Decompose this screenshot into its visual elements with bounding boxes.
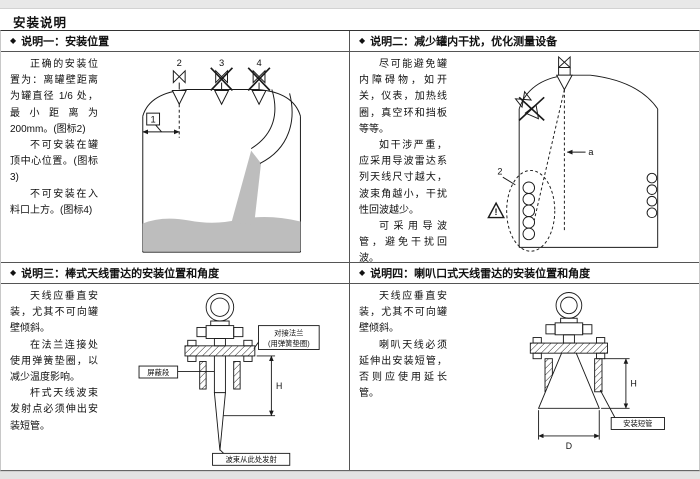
panel-1-header: ◆ 说明一：安装位置 (1, 31, 349, 52)
beam-cone: a (532, 89, 594, 232)
scan-margin-top (0, 0, 700, 9)
svg-text:(用弹簧垫圈): (用弹簧垫圈) (268, 339, 310, 348)
paragraph: 不可安装在罐顶中心位置。(图标3) (10, 139, 98, 184)
antenna-4-prohibited: 4 (248, 58, 271, 106)
svg-text:安装短管: 安装短管 (624, 419, 653, 428)
panel-2-text: 尽可能避免罐内障碍物，如开关，仪表，加热线圈，真空环和挡板等等。 如干涉严重，应… (350, 52, 449, 262)
panel-3-header: ◆ 说明三：棒式天线雷达的安装位置和角度 (1, 263, 349, 284)
panel-2-bullet: ◆ (359, 36, 366, 45)
panel-3-diagram-area: 对接法兰 (用弹簧垫圈) 屏蔽段 波束从此处发射 (100, 284, 349, 470)
instrument-housing (196, 292, 244, 347)
svg-text:屏蔽段: 屏蔽段 (147, 368, 170, 377)
panel-4-title: 说明四：喇叭口式天线雷达的安装位置和角度 (370, 268, 591, 280)
label-flange: 对接法兰 (用弹簧垫圈) (253, 325, 320, 350)
panel-2-header: ◆ 说明二：减少罐内干扰，优化测量设备 (350, 31, 699, 52)
panel-4-bullet: ◆ (359, 268, 366, 277)
antenna-2-label: 2 (177, 58, 182, 68)
tank-interference-diagram: a (487, 55, 659, 252)
antenna-4-label: 4 (257, 58, 262, 68)
antenna-3-label: 3 (219, 58, 224, 68)
panel-1-bullet: ◆ (10, 36, 17, 45)
horn-antenna-diagram: H 安装短管 D (530, 292, 666, 451)
antenna-2-correct: 2 (171, 58, 188, 106)
panel-4-header: ◆ 说明四：喇叭口式天线雷达的安装位置和角度 (350, 263, 699, 284)
panel-2-title: 说明二：减少罐内干扰，优化测量设备 (370, 36, 558, 48)
dimension-1-label: 1 (151, 114, 156, 124)
instruction-grid: ◆ 说明一：安装位置 正确的安装位置为：离罐壁距离为罐直径 1/6 处，最小距离… (0, 30, 700, 471)
liquid-pool (143, 217, 301, 252)
instrument-housing (545, 292, 593, 344)
paragraph: 尽可能避免罐内障碍物，如开关，仪表，加热线圈，真空环和挡板等等。 (359, 59, 447, 135)
tank-outline (518, 74, 659, 248)
rod-antenna-diagram: 对接法兰 (用弹簧垫圈) 屏蔽段 波束从此处发射 (138, 292, 320, 466)
label-mounting-nozzle: 安装短管 (600, 389, 666, 430)
panel-3-bullet: ◆ (10, 268, 17, 277)
dimension-h: H (223, 355, 282, 417)
paragraph: 天线应垂直安装，尤其不可向罐壁倾斜。 (359, 291, 447, 335)
wall-coil-obstacle (646, 172, 658, 219)
panel-note-1: ◆ 说明一：安装位置 正确的安装位置为：离罐壁距离为罐直径 1/6 处，最小距离… (1, 31, 350, 263)
tilted-radar-prohibited (514, 90, 545, 122)
inlet-pipe (251, 89, 293, 164)
dimension-h-label: H (631, 378, 637, 388)
warning-triangle-icon: ! (487, 201, 505, 219)
dimension-d: D (538, 410, 601, 451)
panel-4-text: 天线应垂直安装，尤其不可向罐壁倾斜。 喇叭天线必须延伸出安装短管，否则应使用延长… (350, 284, 449, 470)
panel-3-text: 天线应垂直安装，尤其不可向罐壁倾斜。 在法兰连接处使用弹簧垫圈，以减少温度影响。… (1, 284, 100, 470)
panel-1-text: 正确的安装位置为：离罐壁距离为罐直径 1/6 处，最小距离为200mm。(图标2… (1, 52, 100, 262)
label-beam-origin: 波束从此处发射 (212, 449, 291, 466)
svg-text:波束从此处发射: 波束从此处发射 (225, 455, 277, 464)
svg-text:对接法兰: 对接法兰 (274, 329, 303, 338)
dimension-d-label: D (566, 441, 572, 451)
panel-1-body: 正确的安装位置为：离罐壁距离为罐直径 1/6 处，最小距离为200mm。(图标2… (1, 52, 349, 262)
panel-4-body: 天线应垂直安装，尤其不可向罐壁倾斜。 喇叭天线必须延伸出安装短管，否则应使用延长… (350, 284, 699, 470)
obstacle-label: 2 (497, 166, 502, 176)
panel-1-diagram-area: 2 3 (100, 52, 349, 262)
rod-antenna (213, 355, 226, 451)
paragraph: 如干涉严重，应采用导波雷达系列天线尺寸越大，波束角越小，干扰性回波越少。 (359, 139, 447, 216)
panel-note-4: ◆ 说明四：喇叭口式天线雷达的安装位置和角度 天线应垂直安装，尤其不可向罐壁倾斜… (350, 263, 699, 470)
paragraph: 正确的安装位置为：离罐壁距离为罐直径 1/6 处，最小距离为200mm。(图标2… (10, 59, 98, 135)
paragraph: 喇叭天线必须延伸出安装短管，否则应使用延长管。 (359, 339, 447, 400)
panel-note-2: ◆ 说明二：减少罐内干扰，优化测量设备 尽可能避免罐内障碍物，如开关，仪表，加热… (350, 31, 699, 263)
dimension-h-label: H (276, 381, 282, 391)
tank-position-diagram: 2 3 (142, 58, 302, 253)
panel-4-diagram-area: H 安装短管 D (449, 284, 699, 470)
page-title: 安装说明 (13, 16, 68, 30)
wall-distance-dimension: 1 (142, 104, 181, 138)
mounting-nozzle (199, 360, 241, 390)
dimension-h: H (601, 358, 637, 409)
tank-outline (142, 88, 302, 253)
paragraph: 不可安装在入料口上方。(图标4) (10, 188, 98, 216)
scan-margin-bottom (0, 471, 700, 479)
paragraph: 杆式天线波束发射点必须伸出安装短管。 (10, 388, 98, 432)
horn-antenna (538, 352, 601, 409)
warning-mark: ! (495, 207, 498, 217)
panel-2-body: 尽可能避免罐内障碍物，如开关，仪表，加热线圈，真空环和挡板等等。 如干涉严重，应… (350, 52, 699, 262)
panel-3-title: 说明三：棒式天线雷达的安装位置和角度 (21, 268, 220, 280)
radar-on-nozzle (555, 55, 573, 91)
panel-3-body: 天线应垂直安装，尤其不可向罐壁倾斜。 在法兰连接处使用弹簧垫圈，以减少温度影响。… (1, 284, 349, 470)
antenna-3-prohibited: 3 (210, 58, 234, 106)
paragraph: 在法兰连接处使用弹簧垫圈，以减少温度影响。 (10, 339, 98, 383)
panel-2-diagram-area: a (449, 52, 699, 262)
paragraph: 可采用导波管，避免干扰回波。 (359, 220, 447, 262)
label-shield-section: 屏蔽段 (138, 365, 215, 379)
panel-note-3: ◆ 说明三：棒式天线雷达的安装位置和角度 天线应垂直安装，尤其不可向罐壁倾斜。 … (1, 263, 350, 470)
beam-angle-label: a (588, 147, 594, 157)
inlet-stream (231, 150, 262, 225)
paragraph: 天线应垂直安装，尤其不可向罐壁倾斜。 (10, 291, 98, 335)
panel-1-title: 说明一：安装位置 (21, 36, 110, 48)
heating-coil-obstacle: 2 (497, 166, 556, 252)
